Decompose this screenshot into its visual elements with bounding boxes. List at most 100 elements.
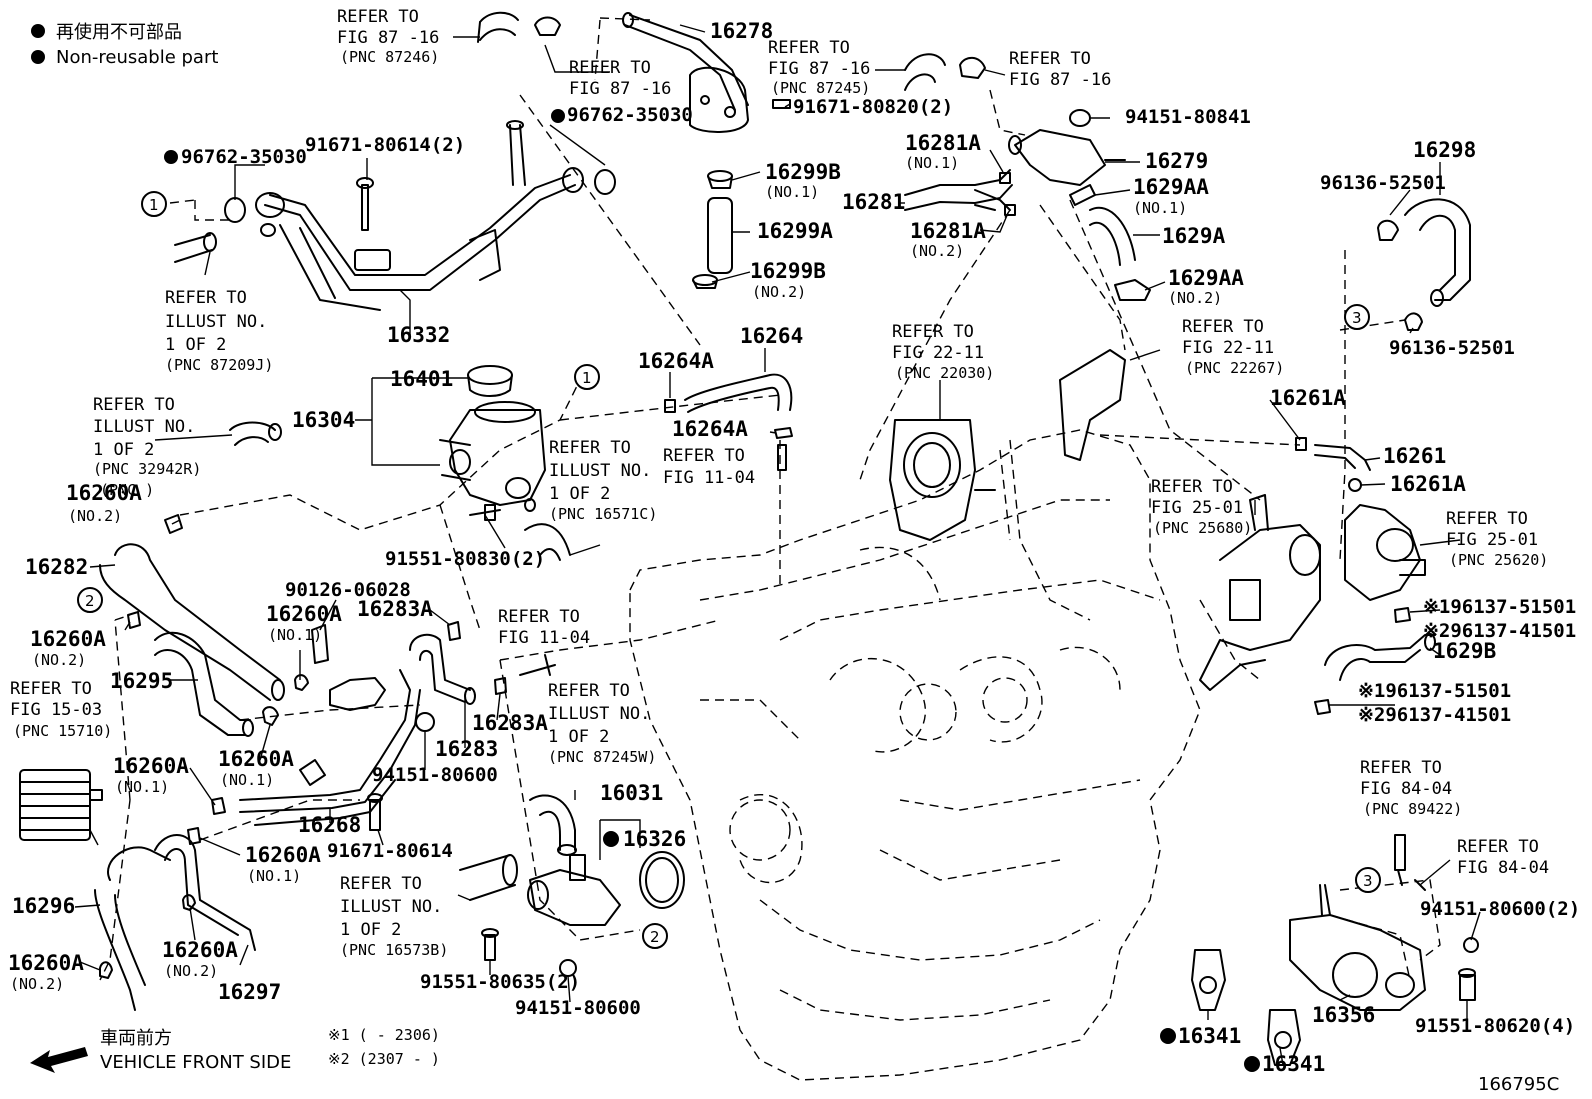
svg-text:FIG 87 -16: FIG 87 -16 bbox=[569, 79, 671, 99]
svg-text:REFER TO: REFER TO bbox=[93, 395, 175, 415]
svg-text:(PNC 87209J): (PNC 87209J) bbox=[165, 356, 273, 374]
svg-text:FIG 11-04: FIG 11-04 bbox=[663, 468, 755, 488]
svg-text:REFER TO: REFER TO bbox=[548, 681, 630, 701]
part-label: 16260A bbox=[66, 481, 142, 505]
part-label: 16261A bbox=[1390, 472, 1466, 496]
part-label: 16281 bbox=[842, 190, 905, 214]
svg-text:REFER TO: REFER TO bbox=[1457, 837, 1539, 857]
svg-text:(PNC ): (PNC ) bbox=[100, 481, 154, 499]
svg-text:(PNC 16573B): (PNC 16573B) bbox=[340, 941, 448, 959]
part-label: 16260A bbox=[162, 938, 238, 962]
refer-fig-22-11-a: REFER TO FIG 22-11 (PNC 22030) bbox=[892, 322, 994, 382]
refer-fig-84-04-b: REFER TO FIG 84-04 bbox=[1457, 837, 1549, 878]
guide-lines bbox=[99, 17, 1441, 981]
svg-text:(PNC 25620): (PNC 25620) bbox=[1449, 551, 1548, 569]
svg-text:REFER TO: REFER TO bbox=[498, 607, 580, 627]
part-label-sub: (NO.2) bbox=[32, 651, 86, 669]
figure-number: 166795C bbox=[1478, 1074, 1559, 1095]
serial-notes: ※1 ( - 2306) ※2 (2307 - ) bbox=[328, 1026, 440, 1068]
part-label: 1629AA bbox=[1133, 175, 1209, 199]
part-label-sub: (NO.2) bbox=[10, 975, 64, 993]
svg-text:FIG 84-04: FIG 84-04 bbox=[1457, 858, 1549, 878]
non-reusable-marker bbox=[1244, 1056, 1260, 1072]
part-label-sub: (NO.1) bbox=[765, 183, 819, 201]
part-label: 16281A bbox=[910, 219, 986, 243]
part-label: ※196137-51501 bbox=[1423, 596, 1576, 618]
part-label: ※196137-51501 bbox=[1358, 680, 1511, 702]
part-label: 16260A bbox=[245, 843, 321, 867]
part-label: 16356 bbox=[1312, 1003, 1375, 1027]
svg-text:FIG 87 -16: FIG 87 -16 bbox=[768, 59, 870, 79]
note-2: ※2 (2307 - ) bbox=[328, 1050, 440, 1068]
svg-text:(PNC 87246): (PNC 87246) bbox=[340, 48, 439, 66]
part-label-sub: (NO.1) bbox=[247, 867, 301, 885]
part-label: 16031 bbox=[600, 781, 663, 805]
part-label: 16332 bbox=[387, 323, 450, 347]
refer-illust-87245w: REFER TO ILLUST NO. 1 OF 2 (PNC 87245W) bbox=[548, 681, 656, 766]
front-arrow-icon bbox=[30, 1047, 88, 1073]
legend: 再使用不可部品 Non-reusable part bbox=[31, 22, 218, 68]
callout-circle bbox=[1344, 304, 1370, 330]
part-label: ※296137-41501 bbox=[1358, 704, 1511, 726]
refer-fig-15-03: REFER TO FIG 15-03 (PNC 15710) bbox=[10, 679, 112, 740]
svg-text:REFER TO: REFER TO bbox=[892, 322, 974, 342]
refer-fig-87-16-c: REFER TO FIG 87 -16 (PNC 87245) bbox=[768, 38, 870, 97]
part-label: 16264A bbox=[638, 349, 714, 373]
part-label-sub: (NO.2) bbox=[910, 242, 964, 260]
callout-number: 3 bbox=[1363, 872, 1373, 890]
refer-to-notes: REFER TO FIG 87 -16 (PNC 87246) REFER TO… bbox=[10, 7, 1549, 959]
svg-text:FIG 87 -16: FIG 87 -16 bbox=[337, 28, 439, 48]
callouts: 1 1 2 2 3 3 bbox=[77, 191, 1381, 949]
part-label: 16261 bbox=[1383, 444, 1446, 468]
part-label: 91671-80614 bbox=[327, 840, 453, 862]
part-label: 16283A bbox=[357, 597, 433, 621]
part-label: 16299B bbox=[765, 160, 841, 184]
svg-text:(PNC 87245): (PNC 87245) bbox=[771, 79, 870, 97]
part-label: 16299B bbox=[750, 259, 826, 283]
svg-text:1 OF 2: 1 OF 2 bbox=[165, 335, 226, 355]
part-label: 16283A bbox=[472, 711, 548, 735]
part-label: 16260A bbox=[113, 754, 189, 778]
part-label-sub: (NO.1) bbox=[905, 154, 959, 172]
part-label: 16296 bbox=[12, 894, 75, 918]
part-label: 16264 bbox=[740, 324, 803, 348]
non-reusable-marker bbox=[1160, 1028, 1176, 1044]
non-reusable-marker bbox=[164, 150, 178, 164]
svg-text:FIG 11-04: FIG 11-04 bbox=[498, 628, 590, 648]
svg-text:REFER TO: REFER TO bbox=[10, 679, 92, 699]
svg-text:(PNC 89422): (PNC 89422) bbox=[1363, 800, 1462, 818]
part-label: 16264A bbox=[672, 417, 748, 441]
callout-number: 1 bbox=[582, 369, 592, 387]
part-label: 1629B bbox=[1433, 639, 1496, 663]
part-label: 16297 bbox=[218, 980, 281, 1004]
svg-text:REFER TO: REFER TO bbox=[1182, 317, 1264, 337]
part-label: 91551-80635(2) bbox=[420, 971, 580, 993]
callout-circle bbox=[1355, 867, 1381, 893]
leader-lines bbox=[74, 24, 1481, 1066]
part-label: 16281A bbox=[905, 131, 981, 155]
svg-text:1 OF 2: 1 OF 2 bbox=[548, 727, 609, 747]
svg-text:1 OF 2: 1 OF 2 bbox=[340, 920, 401, 940]
svg-text:ILLUST NO.: ILLUST NO. bbox=[165, 312, 267, 332]
part-label: 96136-52501 bbox=[1389, 337, 1515, 359]
front-side-en: VEHICLE FRONT SIDE bbox=[100, 1052, 291, 1073]
svg-text:ILLUST NO.: ILLUST NO. bbox=[340, 897, 442, 917]
legend-bullet-1 bbox=[31, 24, 45, 38]
svg-text:REFER TO: REFER TO bbox=[1446, 509, 1528, 529]
svg-text:FIG 84-04: FIG 84-04 bbox=[1360, 779, 1452, 799]
part-label: 94151-80600(2) bbox=[1420, 898, 1580, 920]
callout-circle bbox=[642, 923, 668, 949]
refer-illust-32942r: REFER TO ILLUST NO. 1 OF 2 (PNC 32942R) … bbox=[93, 395, 201, 499]
callout-number: 1 bbox=[149, 196, 159, 214]
refer-fig-84-04-a: REFER TO FIG 84-04 (PNC 89422) bbox=[1360, 758, 1462, 818]
part-label: 96762-35030 bbox=[567, 104, 693, 126]
svg-text:REFER TO: REFER TO bbox=[768, 38, 850, 58]
svg-text:REFER TO: REFER TO bbox=[337, 7, 419, 27]
callout-number: 2 bbox=[85, 592, 95, 610]
part-label-sub: (NO.1) bbox=[220, 771, 274, 789]
callout-circle bbox=[141, 191, 167, 217]
svg-text:ILLUST NO.: ILLUST NO. bbox=[548, 704, 650, 724]
refer-illust-16573b: REFER TO ILLUST NO. 1 OF 2 (PNC 16573B) bbox=[340, 874, 448, 959]
callout-circle bbox=[574, 364, 600, 390]
